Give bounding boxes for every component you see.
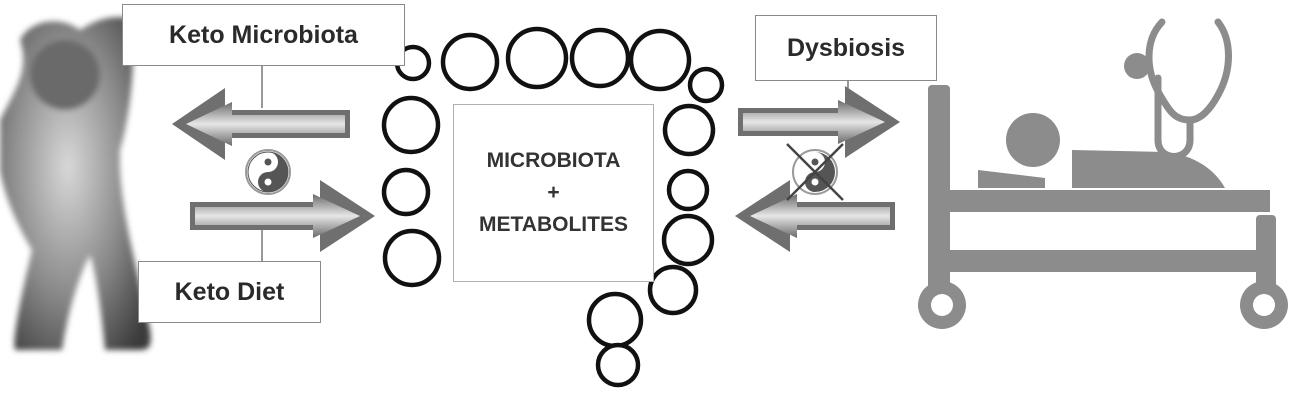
arrow-left-bottom	[735, 180, 895, 252]
microbiota-metabolites-box: MICROBIOTA + METABOLITES	[453, 104, 654, 282]
center-line-microbiota: MICROBIOTA	[486, 149, 621, 172]
crossed-yin-yang-icon	[786, 143, 844, 201]
dysbiosis-text: Dysbiosis	[786, 33, 906, 62]
intestine-icon	[381, 26, 725, 388]
hospital-bed-patient-icon	[918, 85, 1288, 329]
keto-diet-text: Keto Diet	[174, 277, 285, 306]
center-line-plus: +	[547, 181, 560, 204]
arrow-right-bottom	[190, 180, 375, 252]
yin-yang-icon	[245, 149, 291, 195]
exercising-person-icon	[0, 17, 151, 351]
stethoscope-icon	[1124, 18, 1232, 160]
center-line-metabolites: METABOLITES	[479, 213, 628, 236]
arrow-left-top	[172, 88, 350, 160]
arrow-right-top	[738, 86, 900, 158]
keto-microbiota-text: Keto Microbiota	[169, 20, 358, 49]
keto-microbiota-label: Keto Microbiota	[122, 4, 405, 66]
keto-diet-label: Keto Diet	[138, 261, 321, 323]
dysbiosis-label: Dysbiosis	[755, 15, 937, 81]
